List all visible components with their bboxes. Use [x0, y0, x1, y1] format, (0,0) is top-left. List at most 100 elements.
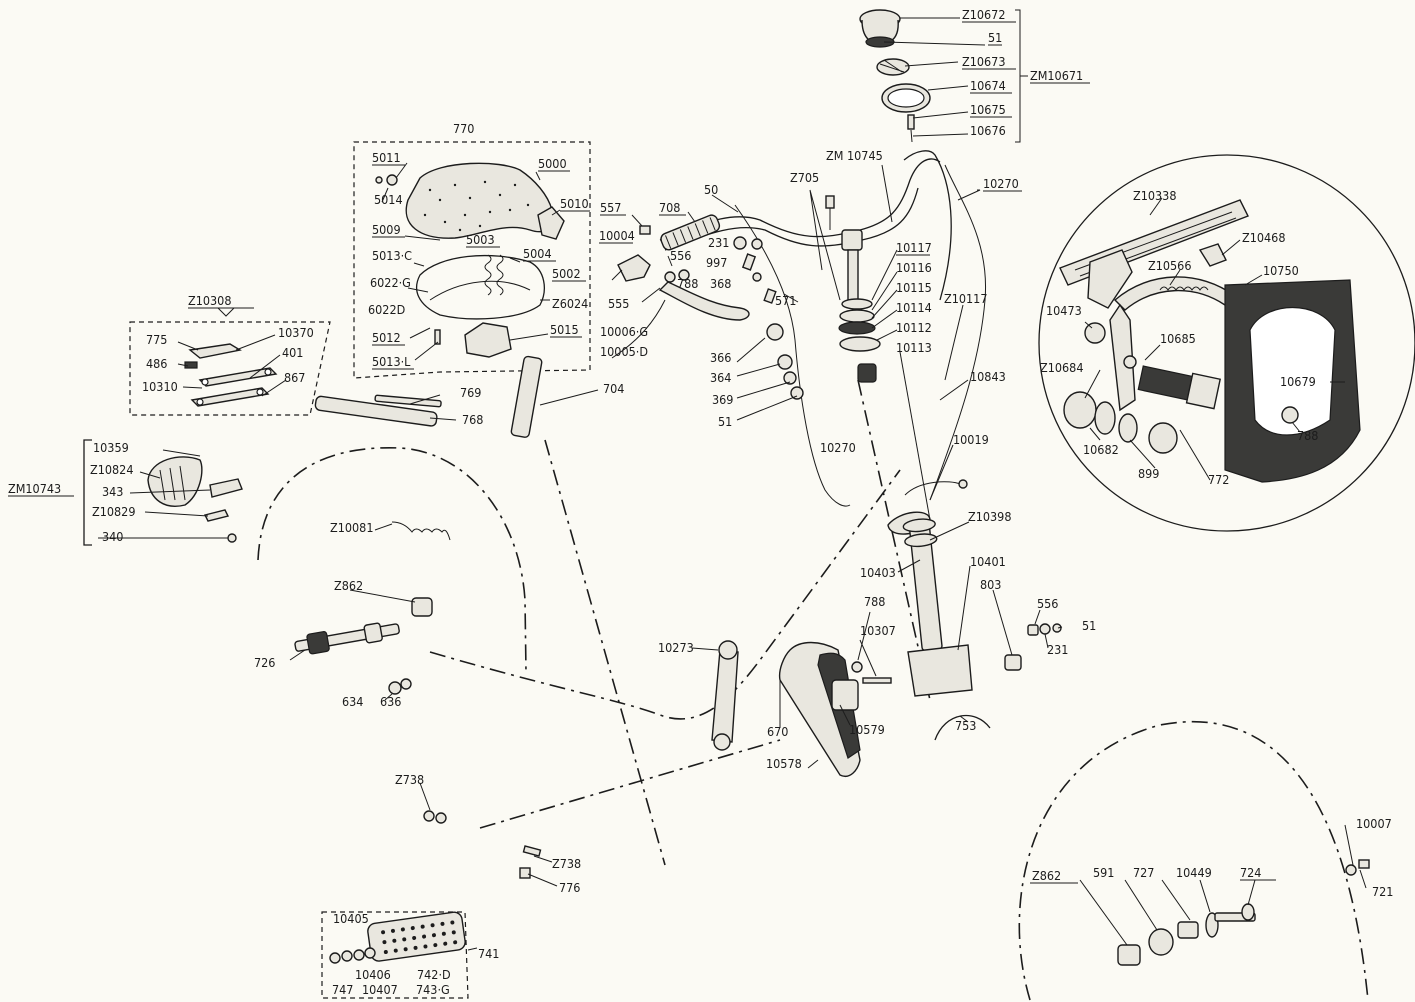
label-753: 753 — [955, 718, 976, 733]
label-788-top: 788 — [677, 276, 698, 291]
label-747: 747 — [332, 982, 353, 997]
label-5013l: 5013·L — [372, 354, 411, 369]
label-z10566: Z10566 — [1148, 258, 1191, 273]
label-5011: 5011 — [372, 150, 401, 165]
label-10401: 10401 — [970, 554, 1006, 569]
label-10449: 10449 — [1176, 865, 1212, 880]
tubes — [314, 355, 543, 438]
label-10843: 10843 — [970, 369, 1006, 384]
label-zm10671: ZM10671 — [1030, 68, 1083, 83]
label-10270-top: 10270 — [983, 176, 1019, 191]
label-867: 867 — [284, 370, 305, 385]
label-z738-a: Z738 — [395, 772, 424, 787]
label-z10081: Z10081 — [330, 520, 373, 535]
toolkit-group — [129, 321, 331, 416]
label-z10829: Z10829 — [92, 504, 135, 519]
label-788-mid: 788 — [864, 594, 885, 609]
label-z10673: Z10673 — [962, 54, 1005, 69]
label-742d: 742·D — [417, 967, 451, 982]
label-z862: Z862 — [334, 578, 363, 593]
label-zm10745: ZM 10745 — [826, 148, 883, 163]
label-10405: 10405 — [333, 911, 369, 926]
label-5003: 5003 — [466, 232, 495, 247]
label-z738-b: Z738 — [552, 856, 581, 871]
label-571: 571 — [775, 293, 796, 308]
label-231-mid: 231 — [1047, 642, 1068, 657]
label-51-top: 51 — [988, 30, 1002, 45]
label-591: 591 — [1093, 865, 1114, 880]
label-775: 775 — [146, 332, 167, 347]
label-10579: 10579 — [849, 722, 885, 737]
label-10113: 10113 — [896, 340, 932, 355]
label-z10672: Z10672 — [962, 7, 1005, 22]
leader-lines — [86, 9, 1367, 951]
saddle-group — [353, 141, 591, 379]
label-10117: 10117 — [896, 240, 932, 255]
label-770: 770 — [453, 121, 474, 136]
label-10307: 10307 — [860, 623, 896, 638]
label-10674: 10674 — [970, 78, 1006, 93]
label-10007: 10007 — [1356, 816, 1392, 831]
label-10270-mid: 10270 — [820, 440, 856, 455]
label-743g: 743·G — [416, 982, 450, 997]
small-parts — [294, 225, 1062, 879]
label-340: 340 — [102, 529, 123, 544]
label-zm10743: ZM10743 — [8, 481, 61, 496]
label-z705: Z705 — [790, 170, 819, 185]
label-10682: 10682 — [1083, 442, 1119, 457]
label-726: 726 — [254, 655, 275, 670]
label-776: 776 — [559, 880, 580, 895]
label-5000: 5000 — [538, 156, 567, 171]
label-5014: 5014 — [374, 192, 403, 207]
label-z10398: Z10398 — [968, 509, 1011, 524]
label-50: 50 — [704, 182, 718, 197]
label-10403: 10403 — [860, 565, 896, 580]
label-z862-b: Z862 — [1032, 868, 1061, 883]
label-721: 721 — [1372, 884, 1393, 899]
label-343: 343 — [102, 484, 123, 499]
label-788-detail: 788 — [1297, 428, 1318, 443]
label-10359: 10359 — [93, 440, 129, 455]
label-366: 366 — [710, 350, 731, 365]
label-769: 769 — [460, 385, 481, 400]
label-10685: 10685 — [1160, 331, 1196, 346]
headlamp-assembly — [859, 9, 931, 143]
label-768: 768 — [462, 412, 483, 427]
label-10578: 10578 — [766, 756, 802, 771]
label-636: 636 — [380, 694, 401, 709]
label-6022d: 6022D — [368, 302, 405, 317]
brake-detail-circle — [1038, 154, 1415, 532]
label-708: 708 — [659, 200, 680, 215]
label-727: 727 — [1133, 865, 1154, 880]
label-z10308: Z10308 — [188, 293, 231, 308]
label-5009: 5009 — [372, 222, 401, 237]
label-704: 704 — [603, 381, 624, 396]
label-634: 634 — [342, 694, 363, 709]
label-10750: 10750 — [1263, 263, 1299, 278]
label-10273: 10273 — [658, 640, 694, 655]
label-5015: 5015 — [550, 322, 579, 337]
label-10116: 10116 — [896, 260, 932, 275]
label-5012: 5012 — [372, 330, 401, 345]
label-10310: 10310 — [142, 379, 178, 394]
label-z10684: Z10684 — [1040, 360, 1083, 375]
label-10676: 10676 — [970, 123, 1006, 138]
label-556-mid: 556 — [1037, 596, 1058, 611]
label-z10468: Z10468 — [1242, 230, 1285, 245]
label-231-top: 231 — [708, 235, 729, 250]
label-underlines — [8, 21, 1276, 884]
label-10473: 10473 — [1046, 303, 1082, 318]
label-5002: 5002 — [552, 266, 581, 281]
label-10019: 10019 — [953, 432, 989, 447]
label-557: 557 — [600, 200, 621, 215]
label-772: 772 — [1208, 472, 1229, 487]
label-899: 899 — [1138, 466, 1159, 481]
label-z6024: Z6024 — [552, 296, 588, 311]
label-z10338: Z10338 — [1133, 188, 1176, 203]
label-10004: 10004 — [599, 228, 635, 243]
label-486: 486 — [146, 356, 167, 371]
label-6022g: 6022·G — [370, 275, 411, 290]
label-10370: 10370 — [278, 325, 314, 340]
pedal-group — [321, 911, 469, 999]
